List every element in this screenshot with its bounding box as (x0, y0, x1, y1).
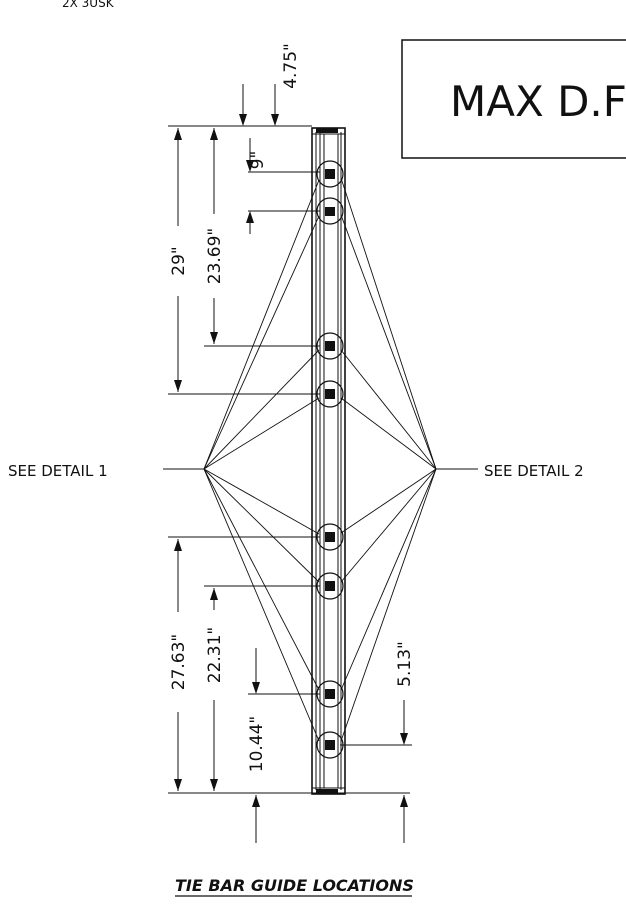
dim-lower-small-label: 10.44" (247, 716, 267, 773)
dim-upper-outer (174, 128, 182, 392)
callout-see-detail-1: SEE DETAIL 1 (8, 462, 108, 480)
drawing-caption: TIE BAR GUIDE LOCATIONS (175, 876, 414, 895)
guide-4 (316, 380, 344, 408)
extension-lines (168, 125, 412, 794)
dim-lower-inner (210, 588, 218, 791)
guide-5 (316, 523, 344, 551)
dim-lower-outer-label: 27.63" (169, 634, 189, 691)
dim-lower-outer (174, 539, 182, 791)
guide-8 (316, 731, 344, 759)
dim-lower-right-label: 5.13" (395, 641, 415, 687)
dim-lower-small (252, 648, 260, 843)
guide-7 (316, 680, 344, 708)
detail-1-leaders (163, 179, 320, 742)
door-panel (311, 127, 346, 795)
dim-top-offset (239, 84, 279, 126)
tie-bar-guides (316, 160, 344, 759)
guide-1 (316, 160, 344, 188)
dim-lower-right (400, 700, 408, 843)
dim-upper-inner-label: 23.69" (205, 228, 225, 285)
guide-2 (316, 197, 344, 225)
title-box: MAX D.F (401, 39, 626, 159)
dim-upper-spacing (246, 138, 254, 234)
top-clipped-label: 2X 3USK (62, 0, 115, 10)
guide-6 (316, 572, 344, 600)
dim-top-offset-label: 4.75" (281, 43, 301, 89)
guide-3 (316, 332, 344, 360)
dim-lower-inner-label: 22.31" (205, 627, 225, 684)
title-box-label: MAX D.F (450, 77, 626, 126)
dim-upper-inner (210, 128, 218, 344)
dim-upper-outer-label: 29" (169, 246, 189, 275)
dim-upper-spacing-label: 9" (248, 151, 268, 170)
title-box-frame (401, 39, 626, 159)
detail-2-leaders (340, 177, 478, 742)
callout-see-detail-2: SEE DETAIL 2 (484, 462, 584, 480)
